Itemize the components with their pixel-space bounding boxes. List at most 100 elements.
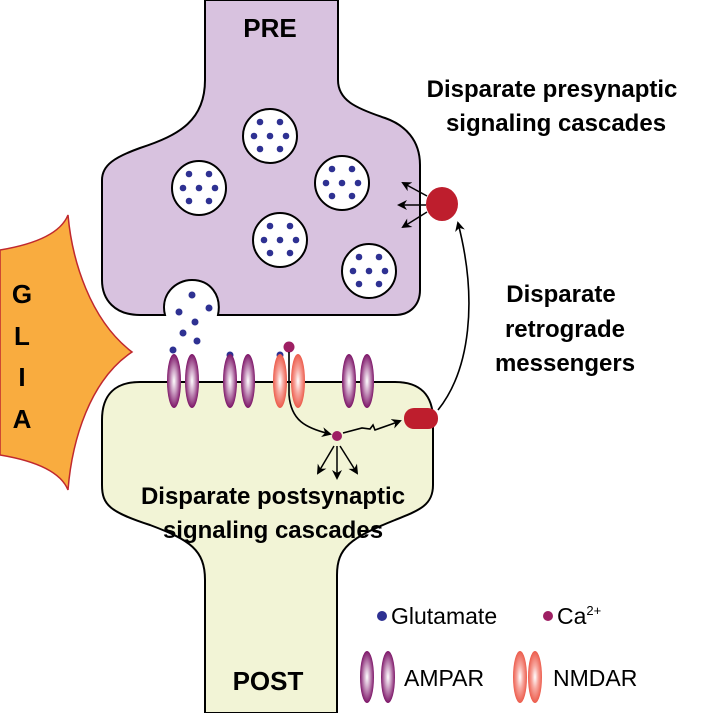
glutamate-molecule [179, 329, 187, 337]
glutamate-molecule [328, 165, 336, 173]
glutamate-molecule [381, 267, 389, 275]
vesicle [252, 212, 308, 268]
glutamate-legend-label: Glutamate [391, 603, 497, 629]
calcium-legend-text: Ca [557, 603, 587, 629]
postsynaptic-cascade-arrow [339, 445, 359, 475]
glutamate-molecule [205, 170, 213, 178]
glutamate-molecule [276, 145, 284, 153]
glutamate-molecule [348, 192, 356, 200]
ampar-subunit [342, 354, 356, 408]
ampar-legend-label: AMPAR [404, 665, 484, 691]
ampar-subunit [241, 354, 255, 408]
calcium-ion-intracellular [332, 431, 342, 441]
postsynaptic-cascade-arrow [316, 445, 335, 475]
post-label: POST [233, 666, 304, 696]
glutamate-molecule [211, 184, 219, 192]
ampar-subunit [185, 354, 199, 408]
retrograde-label-line3: messengers [495, 350, 635, 377]
glutamate-molecule [185, 170, 193, 178]
glutamate-molecule [266, 249, 274, 257]
calcium-influx-arrow [288, 352, 332, 437]
calcium-legend-superscript: 2+ [586, 603, 601, 618]
glia-letter-l: L [14, 321, 30, 351]
glutamate-molecule [292, 236, 300, 244]
glutamate-molecule [195, 184, 203, 192]
pre-label: PRE [243, 13, 296, 43]
glutamate-molecule [250, 132, 258, 140]
glia-cell [0, 214, 134, 491]
postsynaptic-messenger [404, 408, 438, 429]
calcium-legend-label: Ca2+ [557, 603, 601, 629]
glutamate-molecule [286, 222, 294, 230]
ampar-receptor [223, 354, 255, 408]
glutamate-molecule [185, 197, 193, 205]
glutamate-molecule [193, 337, 201, 345]
calcium-legend-icon [543, 611, 553, 621]
calcium-to-messenger-arrow [342, 419, 402, 434]
presynaptic-cascade-label-line2: signaling cascades [446, 110, 666, 137]
glutamate-molecule [355, 253, 363, 261]
glutamate-molecule [179, 184, 187, 192]
glutamate-molecule [349, 267, 357, 275]
ampar-receptor [167, 354, 199, 408]
glutamate-molecule [375, 253, 383, 261]
glutamate-molecule [354, 179, 362, 187]
retrograde-arrow [437, 221, 470, 411]
glia-letter-a: A [13, 404, 32, 434]
glutamate-molecule [322, 179, 330, 187]
nmdar-receptor [273, 354, 305, 408]
glia-letter-g: G [12, 279, 32, 309]
glutamate-molecule [286, 249, 294, 257]
ampar-subunit [223, 354, 237, 408]
glutamate-molecule [188, 291, 196, 299]
presynaptic-cascade-label-line1: Disparate presynaptic [427, 76, 678, 103]
presynaptic-cascade-arrow [401, 182, 428, 197]
vesicle [341, 243, 397, 299]
glutamate-molecule [191, 318, 199, 326]
glia-letter-i: I [18, 362, 25, 392]
presynaptic-target [426, 187, 458, 221]
glutamate-molecule [266, 222, 274, 230]
nmdar-legend-icon [513, 651, 527, 703]
glutamate-molecule [282, 132, 290, 140]
presynaptic-cascade-arrow [401, 211, 428, 229]
vesicle [242, 108, 298, 164]
legend: Glutamate Ca2+ AMPAR NMDAR [360, 603, 637, 703]
glutamate-molecule [338, 179, 346, 187]
glutamate-molecule [256, 145, 264, 153]
synaptic-vesicles [171, 108, 397, 299]
glutamate-molecule [205, 197, 213, 205]
nmdar-legend-label: NMDAR [553, 665, 637, 691]
glutamate-molecule [365, 267, 373, 275]
ampar-subunit [360, 354, 374, 408]
ampar-legend-icon [360, 651, 374, 703]
vesicle [314, 155, 370, 211]
retrograde-label-line2: retrograde [505, 316, 625, 343]
glutamate-molecule [276, 118, 284, 126]
calcium-ion-entering [283, 341, 295, 353]
glutamate-molecule [355, 280, 363, 288]
ampar-receptor [342, 354, 374, 408]
nmdar-legend-icon [528, 651, 542, 703]
glutamate-molecule [375, 280, 383, 288]
nmdar-subunit [273, 354, 287, 408]
ampar-subunit [167, 354, 181, 408]
glutamate-molecule [169, 346, 177, 354]
glutamate-molecule [348, 165, 356, 173]
ampar-legend-icon [381, 651, 395, 703]
glutamate-molecule [175, 308, 183, 316]
vesicle [171, 160, 227, 216]
glutamate-molecule [260, 236, 268, 244]
postsynaptic-cascade-label-line2: signaling cascades [163, 517, 383, 544]
glutamate-molecule [266, 132, 274, 140]
glutamate-legend-icon [377, 611, 387, 621]
glutamate-molecule [205, 304, 213, 312]
glutamate-molecule [328, 192, 336, 200]
nmdar-subunit [291, 354, 305, 408]
retrograde-label-line1: Disparate [506, 281, 615, 308]
receptors [167, 354, 374, 408]
glutamate-molecule [276, 236, 284, 244]
glutamate-molecule [256, 118, 264, 126]
